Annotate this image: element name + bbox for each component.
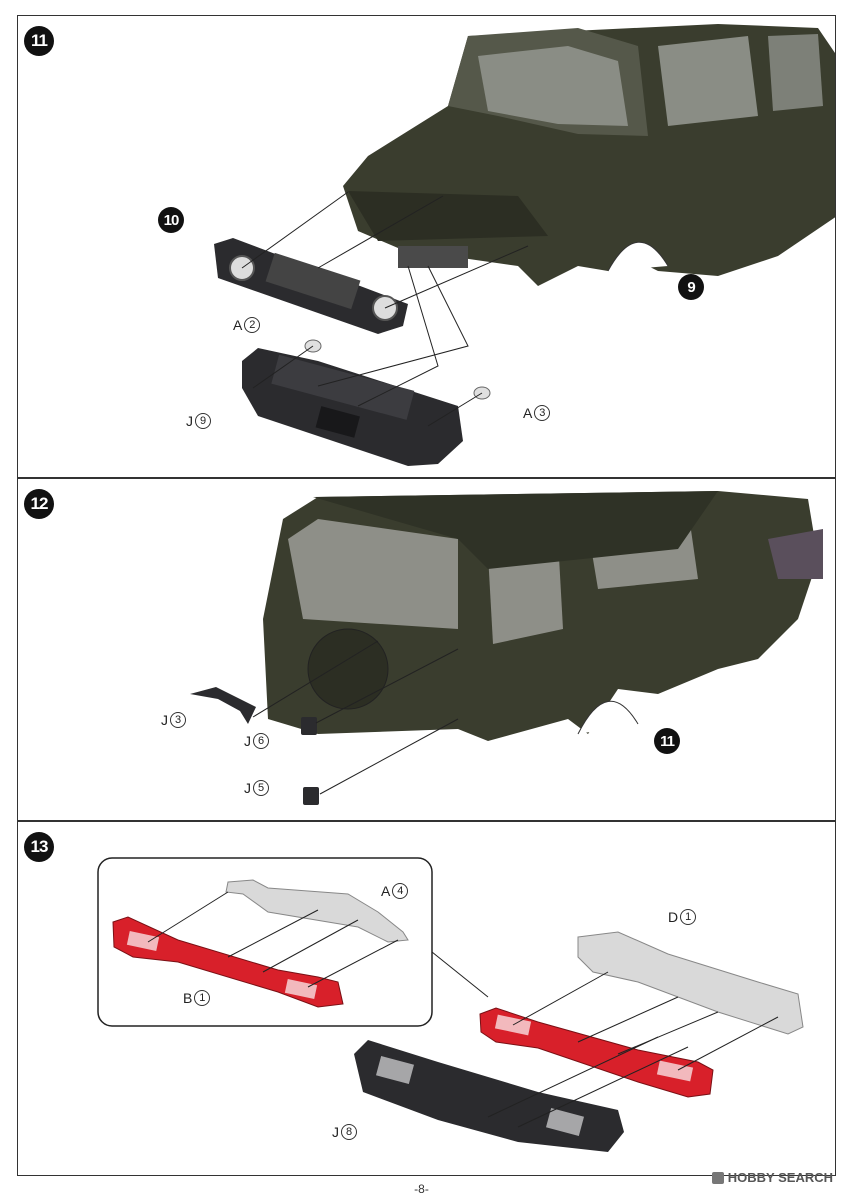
part-label: J 9 bbox=[186, 413, 211, 429]
guide-lines bbox=[487, 971, 779, 1128]
step-12-panel: 12 11 J 3 J 6 J 5 bbox=[17, 478, 836, 821]
part-label: B 1 bbox=[183, 990, 211, 1006]
wiper-part-j3 bbox=[190, 687, 256, 724]
ref-part-badge: 10 bbox=[158, 207, 184, 233]
car-body-front bbox=[343, 24, 835, 286]
bumper-part-b1 bbox=[479, 1007, 714, 1098]
watermark: HOBBY SEARCH bbox=[711, 1170, 833, 1185]
watermark-text: HOBBY SEARCH bbox=[727, 1170, 833, 1185]
guide-lines bbox=[241, 191, 529, 427]
bumper-frame-part-d1 bbox=[577, 931, 804, 1035]
step-12-illustration bbox=[190, 491, 823, 805]
part-label: J 6 bbox=[244, 733, 269, 749]
watermark-logo-icon bbox=[711, 1171, 724, 1184]
part-label: A 4 bbox=[381, 883, 409, 899]
step-11-illustration bbox=[214, 24, 835, 466]
part-label: J 3 bbox=[161, 712, 186, 728]
light-part-j5 bbox=[303, 787, 319, 805]
step-number-badge: 13 bbox=[24, 832, 54, 862]
step-number-badge: 11 bbox=[24, 26, 54, 56]
step-13-panel: 13 A 4 B 1 D 1 J 8 bbox=[17, 821, 836, 1176]
bumper-part-j9 bbox=[242, 348, 463, 466]
car-body-rear bbox=[263, 491, 823, 741]
ref-part-badge: 11 bbox=[654, 728, 680, 754]
grille-part-10 bbox=[214, 238, 408, 334]
step-number-badge: 12 bbox=[24, 489, 54, 519]
part-label: A 2 bbox=[233, 317, 261, 333]
bumper-part-b1-detail bbox=[112, 916, 344, 1008]
part-label: J 5 bbox=[244, 780, 269, 796]
step-13-illustration bbox=[97, 857, 804, 1152]
part-label: D 1 bbox=[668, 909, 697, 925]
step-11-panel: 11 10 9 A 2 J 9 A 3 bbox=[17, 15, 836, 478]
ref-part-badge: 9 bbox=[678, 274, 704, 300]
light-part-j6 bbox=[301, 717, 317, 735]
part-label: J 8 bbox=[332, 1124, 357, 1140]
page-number: -8- bbox=[414, 1182, 429, 1196]
part-label: A 3 bbox=[523, 405, 551, 421]
guide-lines bbox=[252, 640, 459, 795]
